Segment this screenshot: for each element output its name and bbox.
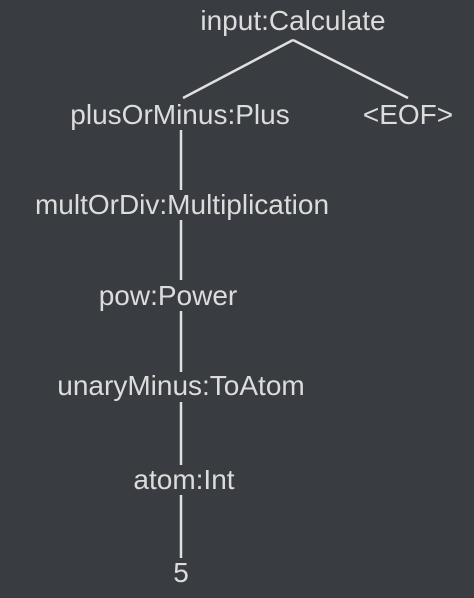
- node-plus: plusOrMinus:Plus: [70, 99, 289, 130]
- node-num: 5: [173, 557, 189, 588]
- node-input: input:Calculate: [200, 5, 385, 36]
- node-atom: atom:Int: [133, 464, 234, 495]
- tree-nodes: input:Calculate plusOrMinus:Plus <EOF> mult…: [35, 5, 453, 588]
- edge-input-eof: [292, 38, 409, 100]
- node-mult: multOrDiv:Multiplication: [35, 189, 329, 220]
- node-unary: unaryMinus:ToAtom: [57, 370, 304, 401]
- node-eof: <EOF>: [363, 99, 453, 130]
- edge-input-plus: [182, 38, 294, 100]
- tree-edges: [179, 38, 409, 558]
- node-pow: pow:Power: [99, 280, 238, 311]
